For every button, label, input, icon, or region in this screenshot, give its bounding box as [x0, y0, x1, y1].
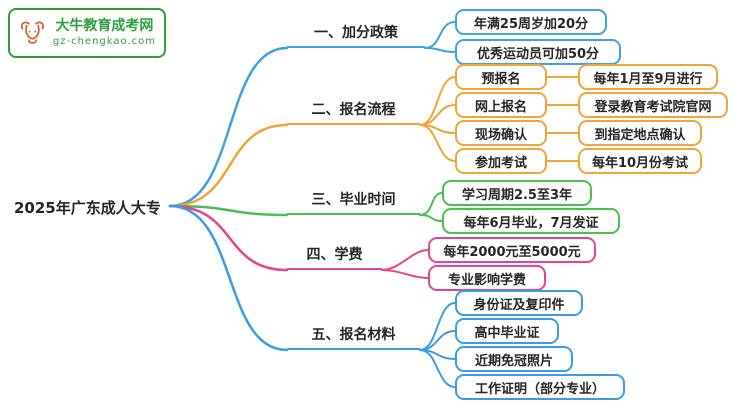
leaf-node: 优秀运动员可加50分 — [455, 39, 621, 65]
logo-text: 大牛教育成考网 gz-chengkao.com — [53, 18, 156, 48]
logo-title: 大牛教育成考网 — [55, 18, 154, 34]
leaf-node: 预报名 — [455, 64, 547, 90]
branch-node-tuition: 四、学费 — [287, 244, 382, 270]
bull-icon — [20, 21, 44, 44]
leaf-node: 年满25周岁加20分 — [455, 9, 607, 35]
root-node: 2025年广东成人大专 — [14, 199, 161, 217]
leaf-node: 每年2000元至5000元 — [428, 237, 596, 263]
leaf-node: 参加考试 — [455, 148, 547, 174]
leaf-node: 专业影响学费 — [428, 265, 546, 291]
leaf-node: 现场确认 — [455, 120, 547, 146]
leaf-node: 身份证及复印件 — [455, 290, 583, 316]
branch-node-application-materials: 五、报名材料 — [287, 324, 420, 350]
leaf-detail-node: 每年10月份考试 — [578, 148, 702, 174]
branch-node-graduation-time: 三、毕业时间 — [287, 189, 420, 215]
leaf-node: 网上报名 — [455, 92, 547, 118]
leaf-detail-node: 每年1月至9月进行 — [578, 64, 718, 90]
leaf-node: 学习周期2.5至3年 — [442, 180, 592, 206]
branch-node-registration-process: 二、报名流程 — [287, 99, 420, 125]
leaf-node: 工作证明（部分专业） — [455, 374, 625, 400]
leaf-detail-node: 到指定地点确认 — [578, 120, 702, 146]
leaf-node: 高中毕业证 — [455, 318, 559, 344]
logo-subtitle: gz-chengkao.com — [52, 35, 156, 47]
leaf-node: 每年6月毕业，7月发证 — [442, 208, 620, 234]
leaf-detail-node: 登录教育考试院官网 — [578, 92, 728, 118]
site-logo: 大牛教育成考网 gz-chengkao.com — [8, 8, 166, 58]
branch-node-bonus-policy: 一、加分政策 — [287, 22, 425, 48]
leaf-node: 近期免冠照片 — [455, 346, 573, 372]
